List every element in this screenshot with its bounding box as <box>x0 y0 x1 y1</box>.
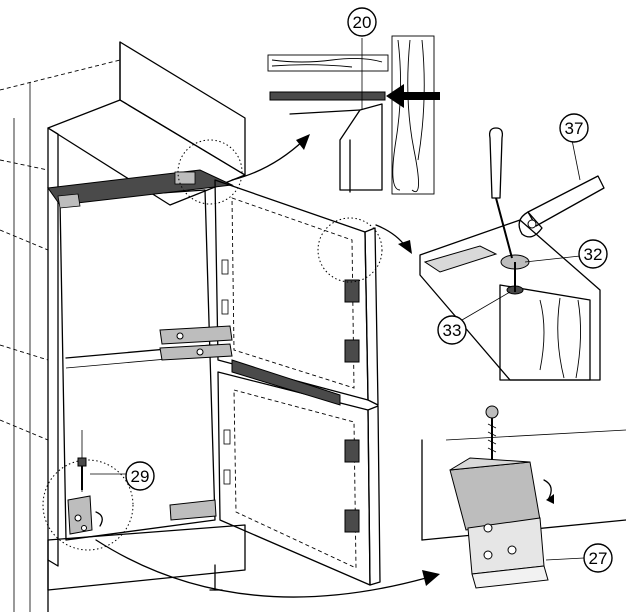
arrow-to-detail-bracket <box>95 539 427 598</box>
callout-37: 37 <box>559 113 589 181</box>
wrench-icon <box>518 175 605 238</box>
callout-33: 33 <box>437 291 511 345</box>
detail-hinge-adjust <box>419 219 601 381</box>
detail-circle-top-hinge <box>177 139 243 205</box>
arrow-to-detail-20 <box>231 139 305 181</box>
detail-circle-door-hinge <box>317 217 383 283</box>
svg-text:27: 27 <box>589 549 608 568</box>
callout-32: 32 <box>524 239 608 269</box>
svg-text:32: 32 <box>584 245 603 264</box>
callout-29: 29 <box>90 461 155 491</box>
upper-door <box>214 179 379 406</box>
middle-hinges <box>159 325 341 521</box>
detail-top-hinge-section <box>267 35 440 195</box>
screwdriver-icon <box>488 127 513 259</box>
arrow-icon <box>386 84 440 108</box>
detail-bottom-bracket <box>421 429 626 589</box>
lower-door <box>217 371 381 586</box>
callout-27: 27 <box>545 543 613 573</box>
screw-icon <box>485 405 499 460</box>
screw-icon <box>77 430 87 492</box>
top-hinge-rail <box>47 169 234 209</box>
svg-text:37: 37 <box>565 119 584 138</box>
callout-20: 20 <box>347 7 377 37</box>
svg-text:29: 29 <box>131 467 150 486</box>
svg-text:20: 20 <box>353 13 372 32</box>
detail-circle-bottom <box>42 459 134 551</box>
bottom-bracket-small <box>67 495 103 535</box>
svg-text:33: 33 <box>443 321 462 340</box>
